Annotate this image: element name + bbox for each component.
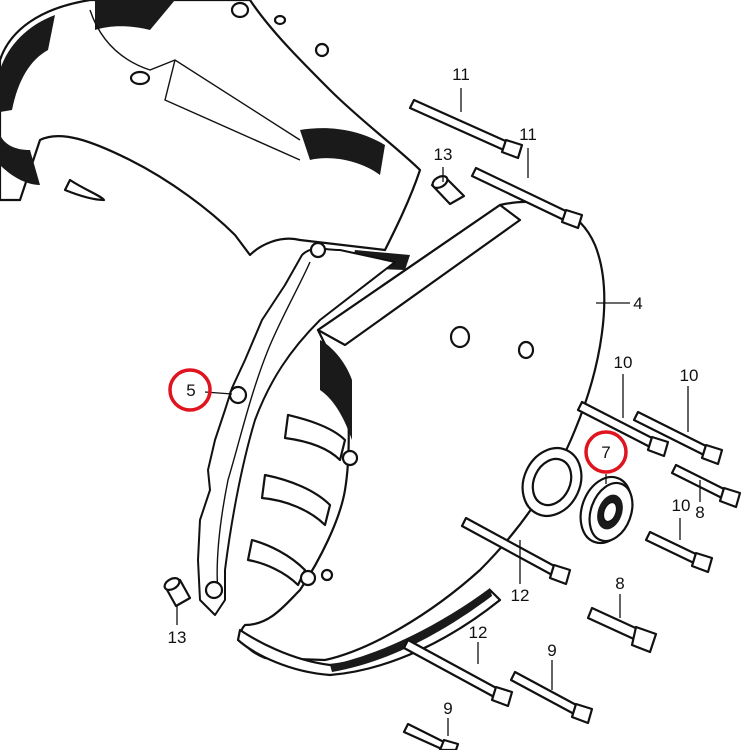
callout-13-lower: 13 xyxy=(168,628,187,647)
bolts xyxy=(402,98,742,750)
callout-12-lower: 12 xyxy=(469,623,488,642)
callout-10-lower: 10 xyxy=(672,496,691,515)
screw-12-lower xyxy=(402,638,514,708)
screw-10-left xyxy=(576,400,670,458)
callout-10-right: 10 xyxy=(680,366,699,385)
screw-10-lower xyxy=(644,530,714,574)
leader-lines xyxy=(176,88,701,736)
screw-8-lower xyxy=(586,606,658,654)
highlight-circle-7 xyxy=(584,430,628,474)
callout-11-upper: 11 xyxy=(452,65,470,84)
dowel-pin-upper-13 xyxy=(430,175,466,206)
screw-10-right xyxy=(632,410,724,466)
callout-13-upper: 13 xyxy=(434,145,453,164)
callout-7: 7 xyxy=(601,443,610,462)
highlight-circle-5 xyxy=(168,368,212,412)
callout-11-lower: 11 xyxy=(519,125,537,144)
callout-5: 5 xyxy=(186,381,195,400)
upper-housing xyxy=(0,0,422,270)
screw-11-upper xyxy=(408,98,524,160)
callout-12-upper: 12 xyxy=(511,586,530,605)
callout-labels: 11 11 13 4 5 10 10 7 8 10 12 8 12 9 9 13 xyxy=(168,65,705,718)
screw-12-upper xyxy=(460,516,572,586)
callout-8-lower: 8 xyxy=(615,574,624,593)
main-cover-part-4 xyxy=(236,200,606,677)
callout-9-right: 9 xyxy=(547,641,556,660)
bearing-part-7 xyxy=(579,475,634,545)
gasket-part-5 xyxy=(197,241,396,616)
callout-4: 4 xyxy=(633,294,642,313)
screw-9-right xyxy=(509,670,594,725)
callout-9-lower: 9 xyxy=(443,699,452,718)
dowel-pin-lower-13 xyxy=(163,577,192,608)
callout-10-left: 10 xyxy=(614,353,633,372)
screw-11-lower xyxy=(470,166,584,230)
callout-8-right: 8 xyxy=(695,503,704,522)
screw-9-lower xyxy=(402,722,460,750)
